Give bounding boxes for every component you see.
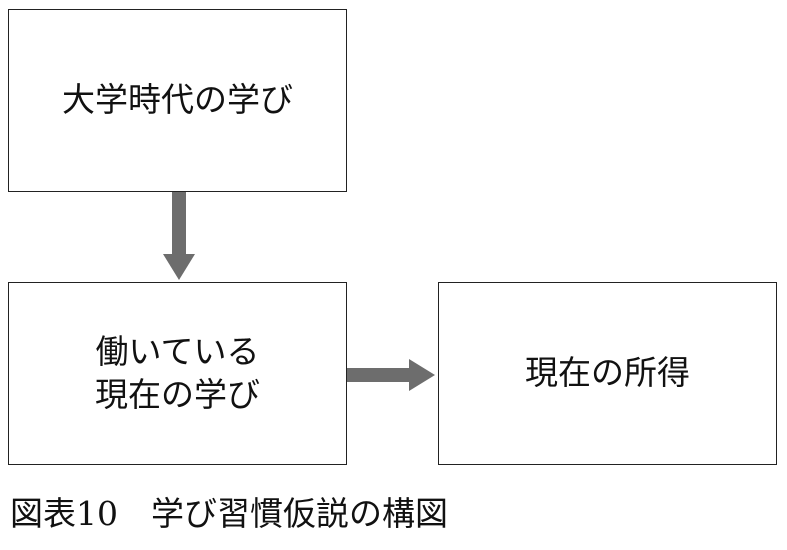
current-income-label: 現在の所得 [525,353,690,393]
current-learning-line2: 現在の学び [95,374,260,414]
current-income-box: 現在の所得 [438,282,777,465]
current-learning-label: 働いている 現在の学び [95,331,260,417]
figure-caption: 図表10 学び習慣仮説の構図 [10,494,448,533]
current-learning-box: 働いている 現在の学び [8,282,347,465]
college-learning-label: 大学時代の学び [62,80,293,120]
right-arrow [347,359,435,391]
current-learning-line1: 働いている [95,331,260,371]
college-learning-box: 大学時代の学び [8,9,347,192]
down-arrow [163,192,195,280]
